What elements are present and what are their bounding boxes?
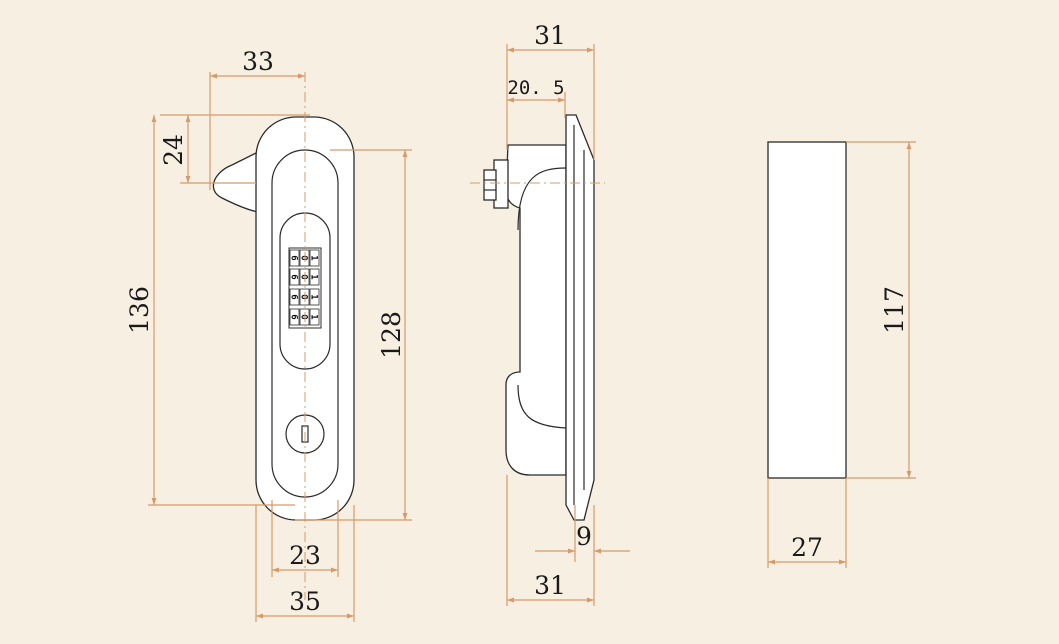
dim-label-27: 27 [791, 533, 823, 562]
dial-cell [289, 268, 300, 286]
dim-label-33: 33 [242, 47, 274, 76]
dim-label-9: 9 [576, 522, 592, 551]
dim-label-117: 117 [880, 286, 909, 334]
side-flange [565, 114, 595, 521]
dial-cell [299, 268, 310, 286]
dim-label-20-5: 20. 5 [507, 77, 564, 99]
dim-label-23: 23 [289, 541, 321, 570]
dial-cell [309, 308, 320, 326]
dial-digit: 6 [289, 314, 299, 319]
dial-digit: 6 [289, 255, 299, 260]
dim-label-31-bottom: 31 [534, 571, 566, 600]
dial-digit: 6 [289, 274, 299, 279]
side-view [470, 114, 605, 521]
dial-digit: 0 [299, 274, 309, 279]
dim-label-24: 24 [159, 134, 188, 166]
dial-cell [289, 288, 300, 306]
side-housing-inner [517, 167, 567, 429]
dial-digit: 1 [309, 255, 319, 260]
dim-label-31-top: 31 [534, 21, 566, 50]
dial-row-4: 6 0 1 [289, 308, 320, 326]
dial-digit: 1 [309, 274, 319, 279]
dim-label-35: 35 [289, 587, 321, 616]
cutout-view [767, 141, 847, 479]
latch-lobe [212, 150, 259, 213]
dim-label-128: 128 [377, 311, 406, 359]
dial-digit: 6 [289, 294, 299, 299]
dial-digit: 1 [309, 294, 319, 299]
dial-digit: 0 [299, 314, 309, 319]
front-view-dimensions: 33 24 136 128 23 35 [125, 47, 412, 622]
dial-cell [309, 249, 320, 267]
dial-cell [309, 288, 320, 306]
dial-cell [299, 288, 310, 306]
panel-cutout [767, 141, 847, 479]
dial-row-3: 6 0 1 [289, 288, 320, 306]
side-view-dimensions: 31 20. 5 9 31 [506, 21, 630, 606]
side-bolt-nut [483, 169, 497, 201]
dial-cell [289, 308, 300, 326]
combination-dials: 6 0 1 6 0 1 6 0 1 [288, 247, 322, 329]
side-housing [505, 144, 567, 476]
dim-label-136: 136 [125, 286, 154, 334]
dial-cell [289, 249, 300, 267]
dial-digit: 1 [309, 314, 319, 319]
dial-row-2: 6 0 1 [289, 268, 320, 286]
dial-cell [299, 308, 310, 326]
front-view: 6 0 1 6 0 1 6 0 1 [212, 72, 355, 600]
dial-digit: 0 [299, 294, 309, 299]
cutout-dimensions: 117 27 [767, 141, 916, 568]
dial-row-1: 6 0 1 [289, 249, 320, 267]
dial-digit: 0 [299, 255, 309, 260]
dial-cell [309, 268, 320, 286]
